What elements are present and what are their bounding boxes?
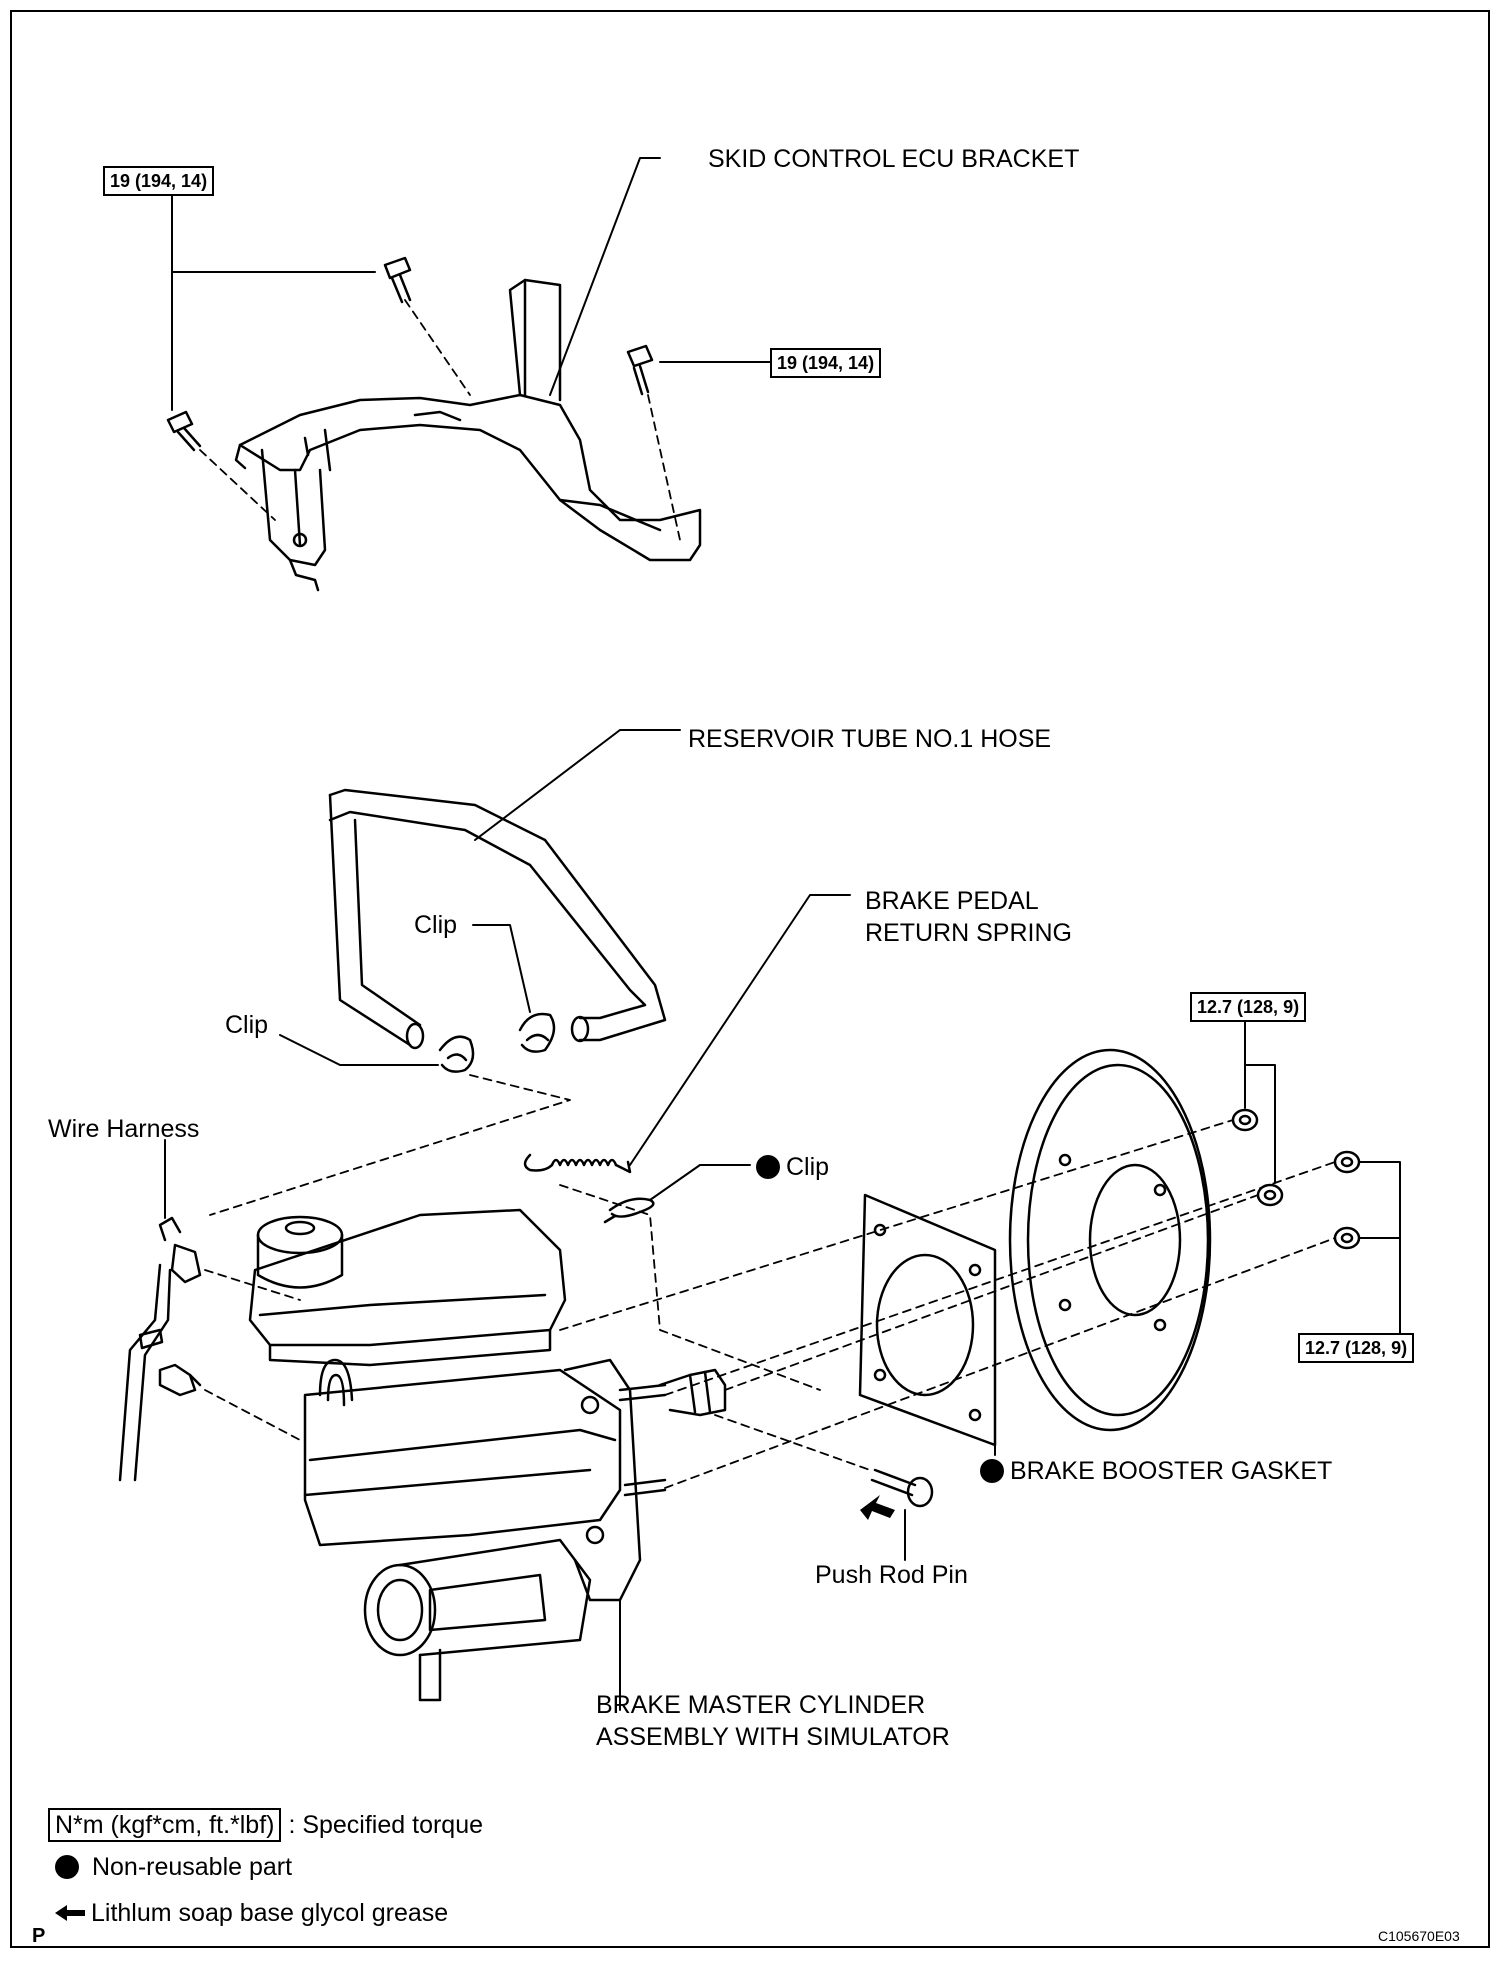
brake-master-cylinder bbox=[248, 1208, 727, 1702]
bracket-bolt-left bbox=[166, 410, 202, 452]
legend-grease: Lithlum soap base glycol grease bbox=[55, 1898, 448, 1928]
torque-booster-upper: 12.7 (128, 9) bbox=[1190, 992, 1307, 1022]
label-clip-nonreusable: Clip bbox=[756, 1152, 829, 1182]
brake-pedal-return-spring bbox=[523, 1153, 632, 1174]
label-reservoir-tube-hose: RESERVOIR TUBE NO.1 HOSE bbox=[688, 725, 1052, 753]
hose-clip-upper bbox=[518, 1012, 556, 1053]
figure-id: C105670E03 bbox=[1378, 1928, 1460, 1944]
wire-harness bbox=[118, 1216, 202, 1482]
label-clip-left: Clip bbox=[225, 1011, 269, 1039]
diagram-frame bbox=[10, 10, 1490, 1948]
grease-arrow-icon bbox=[860, 1495, 895, 1520]
torque-bracket-right: 19 (194, 14) bbox=[770, 348, 882, 378]
bracket-bolt-right bbox=[626, 344, 654, 396]
grease-arrow-icon bbox=[55, 1905, 85, 1921]
page-mark: P bbox=[32, 1925, 46, 1947]
booster-nut-3 bbox=[1333, 1150, 1361, 1174]
label-master-cylinder-line1: BRAKE MASTER CYLINDER bbox=[596, 1691, 926, 1719]
legend-nonreusable: Non-reusable part bbox=[55, 1852, 292, 1882]
skid-control-ecu-bracket bbox=[234, 278, 702, 592]
nonreusable-dot-icon bbox=[756, 1155, 780, 1179]
booster-nut-4 bbox=[1333, 1226, 1361, 1250]
pedal-clip bbox=[603, 1197, 655, 1224]
label-wire-harness: Wire Harness bbox=[48, 1115, 200, 1143]
reservoir-tube-hose bbox=[328, 788, 667, 1050]
brake-booster-face bbox=[1008, 1048, 1212, 1432]
label-booster-gasket: BRAKE BOOSTER GASKET bbox=[980, 1456, 1332, 1486]
nonreusable-dot-icon bbox=[980, 1459, 1004, 1483]
booster-nut-1 bbox=[1231, 1108, 1259, 1132]
nonreusable-dot-icon bbox=[55, 1855, 79, 1879]
hose-clip-lower bbox=[438, 1035, 475, 1073]
label-clip-upper: Clip bbox=[414, 911, 458, 939]
push-rod-pin bbox=[870, 1468, 934, 1508]
label-return-spring-line2: RETURN SPRING bbox=[865, 919, 1072, 947]
label-push-rod-pin: Push Rod Pin bbox=[815, 1561, 968, 1589]
legend-torque: N*m (kgf*cm, ft.*lbf) : Specified torque bbox=[48, 1808, 483, 1842]
label-master-cylinder-line2: ASSEMBLY WITH SIMULATOR bbox=[596, 1723, 950, 1751]
label-return-spring-line1: BRAKE PEDAL bbox=[865, 887, 1039, 915]
torque-booster-lower: 12.7 (128, 9) bbox=[1298, 1333, 1415, 1363]
torque-bracket-left: 19 (194, 14) bbox=[103, 166, 215, 196]
bracket-bolt-top bbox=[383, 256, 412, 304]
legend-torque-unit: N*m (kgf*cm, ft.*lbf) bbox=[48, 1808, 282, 1842]
label-skid-control-ecu-bracket: SKID CONTROL ECU BRACKET bbox=[708, 145, 1080, 173]
